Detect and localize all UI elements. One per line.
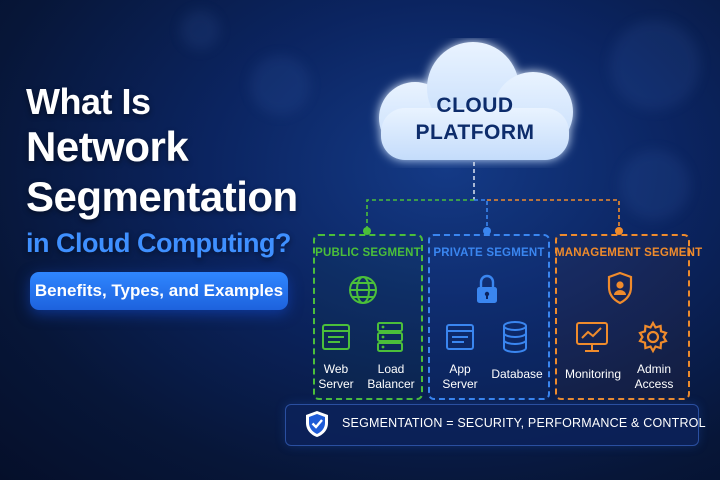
- public-segment-title: PUBLIC SEGMENT: [315, 247, 421, 259]
- cloud-label-line-2: PLATFORM: [415, 121, 535, 144]
- admin-access-label-line-2: Access: [634, 377, 674, 391]
- gear-icon: [638, 320, 668, 354]
- load-balancer-icon: [377, 322, 403, 352]
- load-balancer-label-line-2: Balancer: [367, 377, 415, 391]
- background-bokeh: [250, 55, 310, 115]
- private-segment-box: [428, 234, 550, 400]
- subtitle-pill: Benefits, Types, and Examples: [30, 272, 288, 310]
- background-bokeh: [610, 20, 700, 110]
- load-balancer-label-line-1: Load: [377, 362, 405, 376]
- private-segment-title: PRIVATE SEGMENT: [433, 247, 545, 259]
- management-segment-box: [555, 234, 690, 400]
- headline-line-2: Network: [26, 123, 189, 170]
- cloud-platform-label: CLOUD PLATFORM: [395, 92, 555, 146]
- headline-line-3: Segmentation: [26, 173, 298, 220]
- app-server-label-line-2: Server: [442, 377, 478, 391]
- background-bokeh: [180, 10, 220, 50]
- public-connector: [366, 199, 474, 230]
- web-server-icon: [322, 324, 350, 350]
- headline-line-1: What Is: [26, 81, 151, 122]
- monitoring-label: Monitoring: [564, 367, 622, 381]
- shield-check-icon: [306, 411, 328, 437]
- management-connector: [487, 199, 620, 230]
- cloud-label-line-1: CLOUD: [436, 94, 514, 117]
- web-server-label-line-2: Server: [318, 377, 354, 391]
- app-server-label: App Server: [436, 362, 484, 392]
- public-segment-box: [313, 234, 423, 400]
- admin-access-label-line-1: Admin: [636, 362, 671, 376]
- app-server-label-line-1: App: [449, 362, 471, 376]
- database-label: Database: [491, 367, 543, 381]
- headline: What Is Network Segmentation in Cloud Co…: [26, 82, 326, 260]
- web-server-label-line-1: Web: [323, 362, 349, 376]
- cloud-platform-shape: [379, 42, 573, 160]
- monitoring-icon: [576, 322, 608, 352]
- app-server-icon: [446, 324, 474, 350]
- summary-banner-text: SEGMENTATION = SECURITY, PERFORMANCE & C…: [342, 416, 706, 430]
- globe-icon: [349, 276, 377, 304]
- load-balancer-label: Load Balancer: [363, 362, 419, 392]
- private-connector: [474, 199, 488, 230]
- summary-banner: [285, 404, 699, 446]
- management-segment-title: MANAGEMENT SEGMENT: [555, 247, 703, 259]
- admin-access-label: Admin Access: [626, 362, 682, 392]
- web-server-label: Web Server: [314, 362, 358, 392]
- headline-line-4: in Cloud Computing?: [26, 228, 291, 258]
- background-bokeh: [620, 150, 690, 220]
- database-icon: [503, 321, 527, 353]
- shield-user-icon: [607, 271, 633, 305]
- lock-icon: [477, 274, 497, 303]
